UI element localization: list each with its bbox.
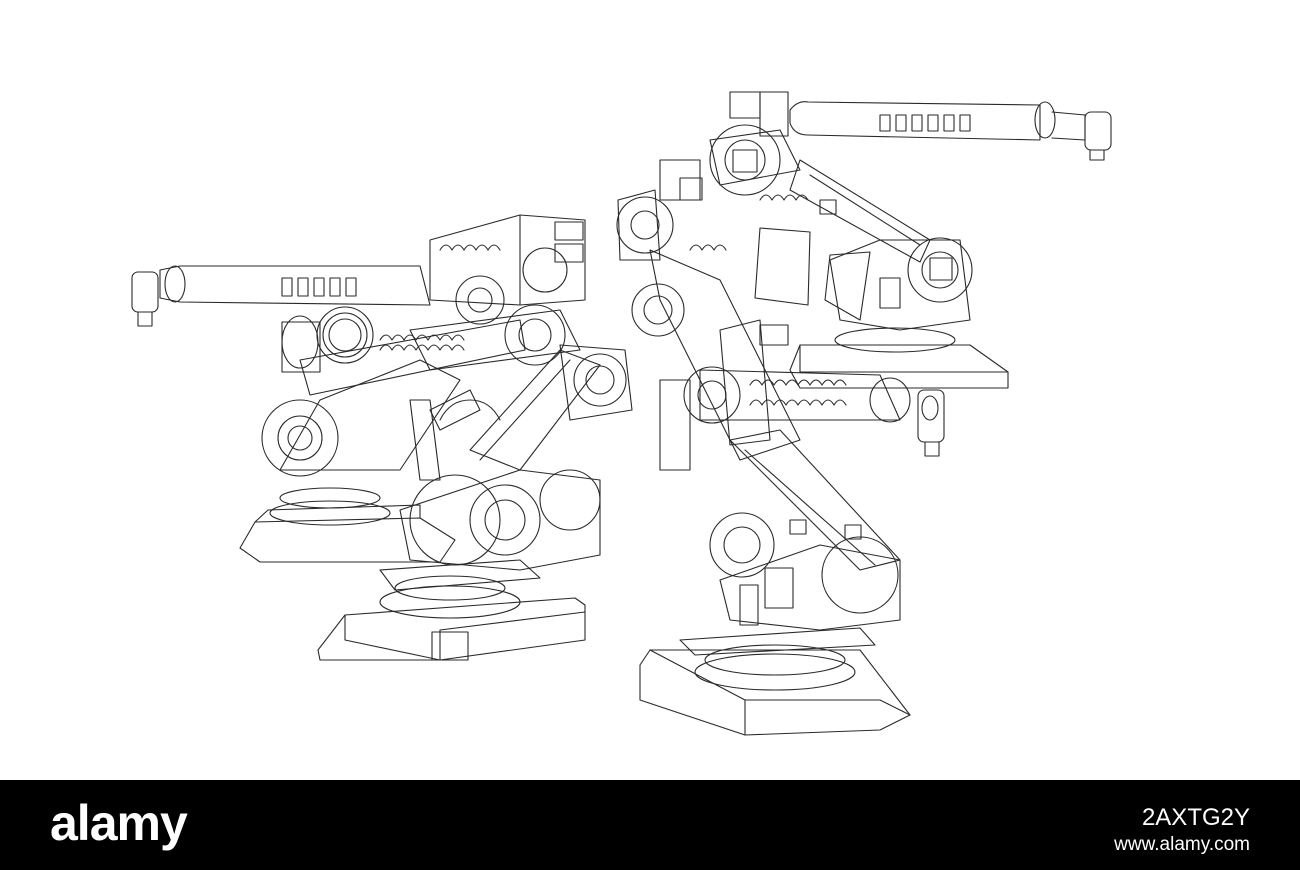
- watermark-footer-bar: alamy 2AXTG2Y www.alamy.com: [0, 780, 1300, 870]
- wireframe-robot-illustration: [131, 91, 1112, 736]
- robot-arm-back-right: [709, 91, 1112, 389]
- robot-arm-front-left: [317, 304, 633, 661]
- site-url-label: www.alamy.com: [1114, 834, 1250, 855]
- alamy-logo: alamy: [50, 795, 188, 851]
- image-id-label: 2AXTG2Y: [1141, 804, 1250, 831]
- robot-arm-front-right: [616, 159, 945, 736]
- robot-arm-back-left: [131, 214, 586, 563]
